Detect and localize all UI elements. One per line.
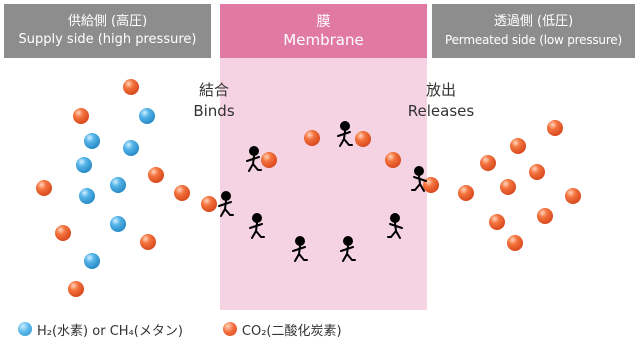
co2-molecule — [537, 208, 553, 224]
supply-side-header: 供給側 (高圧) Supply side (high pressure) — [4, 4, 211, 58]
permeated-side-title-jp: 透過側 (低圧) — [493, 14, 574, 29]
membrane-header: 膜 Membrane — [220, 4, 427, 58]
co2-molecule — [123, 79, 139, 95]
supply-side-title-en: Supply side (high pressure) — [18, 32, 197, 47]
co2-molecule — [385, 152, 401, 168]
releases-label: 放出 Releases — [393, 80, 489, 122]
co2-molecule — [68, 281, 84, 297]
h2-molecule — [84, 133, 100, 149]
h2-molecule — [110, 216, 126, 232]
co2-molecule — [529, 164, 545, 180]
releases-label-en: Releases — [407, 102, 475, 120]
carrier-figures — [218, 121, 427, 262]
co2-molecule — [489, 214, 505, 230]
h2-molecule — [110, 177, 126, 193]
h2-ch4-molecules — [76, 108, 155, 269]
co2-molecules — [36, 79, 581, 297]
legend-label-co2: CO₂(二酸化炭素) — [241, 323, 342, 339]
supply-side-title-jp: 供給側 (高圧) — [67, 14, 148, 29]
carrier-figure-icon — [292, 236, 308, 262]
membrane-title-jp: 膜 — [316, 14, 331, 30]
co2-molecule — [174, 185, 190, 201]
co2-molecule — [565, 188, 581, 204]
co2-molecule — [140, 234, 156, 250]
permeated-side-title-en: Permeated side (low pressure) — [445, 33, 622, 47]
co2-molecule — [423, 177, 439, 193]
h2-molecule — [79, 188, 95, 204]
co2-molecule — [36, 180, 52, 196]
permeated-side-header: 透過側 (低圧) Permeated side (low pressure) — [432, 4, 635, 58]
co2-molecule — [148, 167, 164, 183]
h2-molecule — [139, 108, 155, 124]
carrier-figure-icon — [411, 166, 427, 192]
co2-molecule — [507, 235, 523, 251]
co2-molecule — [55, 225, 71, 241]
carrier-figure-icon — [218, 191, 234, 217]
legend-item-h2-ch4: H₂(水素) or CH₄(メタン) — [18, 320, 183, 339]
legend-item-co2: CO₂(二酸化炭素) — [222, 320, 342, 339]
co2-molecule — [458, 185, 474, 201]
carrier-figure-icon — [246, 146, 262, 172]
blue-sphere-icon — [18, 322, 32, 336]
co2-molecule — [201, 196, 217, 212]
co2-molecule — [500, 179, 516, 195]
co2-molecule — [73, 108, 89, 124]
co2-molecule — [510, 138, 526, 154]
membrane-title-en: Membrane — [283, 31, 364, 49]
h2-molecule — [84, 253, 100, 269]
membrane-region — [220, 58, 427, 310]
legend-label-h2-ch4: H₂(水素) or CH₄(メタン) — [37, 323, 183, 339]
co2-molecule — [261, 152, 277, 168]
carrier-figure-icon — [387, 213, 403, 239]
legend: H₂(水素) or CH₄(メタン) CO₂(二酸化炭素) — [18, 318, 382, 340]
carrier-figure-icon — [337, 121, 353, 147]
binds-label-jp: 結合 — [198, 81, 229, 99]
co2-molecule — [304, 130, 320, 146]
orange-sphere-icon — [222, 322, 237, 336]
carrier-figure-icon — [249, 213, 265, 239]
co2-molecule — [480, 155, 496, 171]
co2-molecule — [355, 131, 371, 147]
h2-molecule — [76, 157, 92, 173]
h2-molecule — [123, 140, 139, 156]
releases-label-jp: 放出 — [425, 81, 456, 99]
co2-molecule — [547, 120, 563, 136]
carrier-figure-icon — [340, 236, 356, 262]
binds-label: 結合 Binds — [172, 80, 256, 122]
binds-label-en: Binds — [193, 102, 235, 120]
